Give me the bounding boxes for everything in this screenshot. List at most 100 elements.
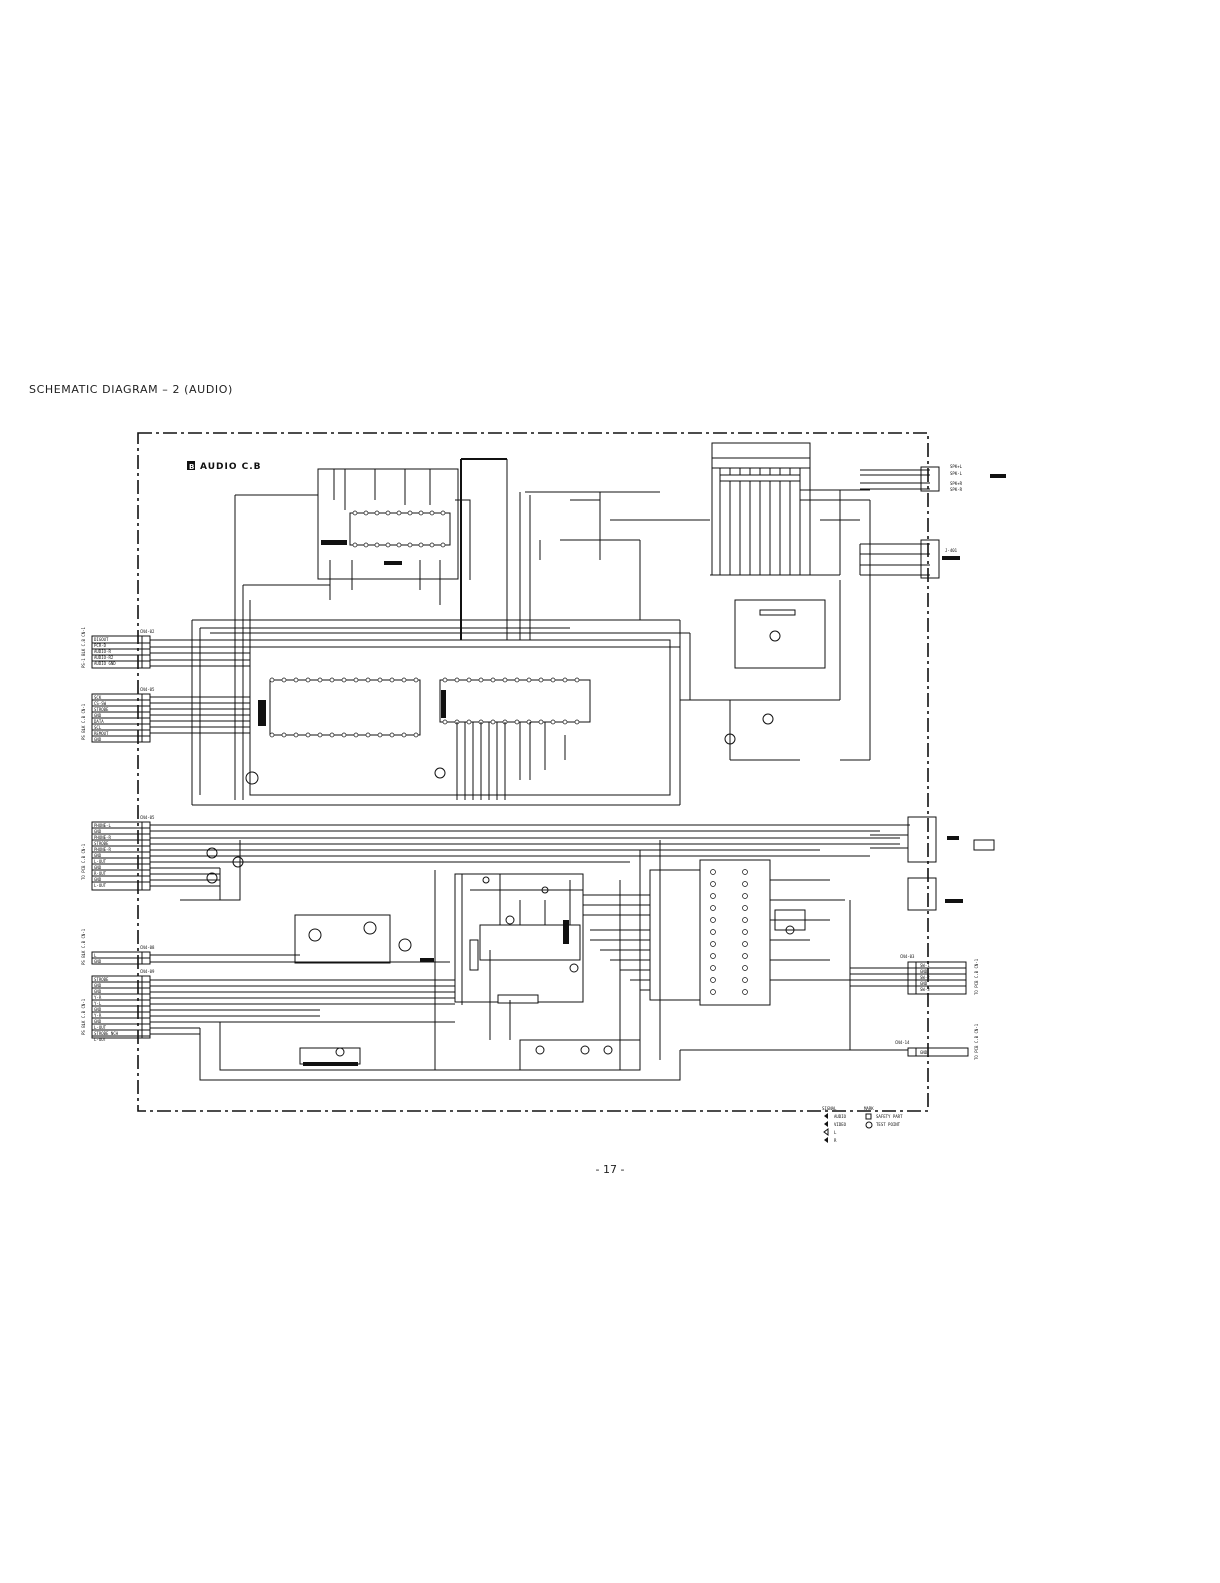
connector-cn-bottom: GND CN4-14	[680, 1040, 969, 1057]
board-badge	[187, 461, 195, 470]
connector-cn-right: SW-1 GND SW-2 GND SW-3 CN4-03	[850, 954, 967, 995]
svg-text:L: L	[834, 1130, 837, 1135]
svg-text:PHONE-L: PHONE-L	[94, 823, 111, 828]
svg-text:CN4-03: CN4-03	[900, 954, 915, 959]
top-right-feed	[525, 491, 710, 620]
connector-cn3: PHONE-L GND PHONE-R STROBE PHONE-R GND L…	[91, 815, 155, 891]
svg-text:PS-1 BLK C.B CN-1: PS-1 BLK C.B CN-1	[81, 626, 86, 668]
svg-text:CN4-05: CN4-05	[140, 687, 155, 692]
top-ic-pins	[352, 510, 446, 548]
svg-text:DATA: DATA	[94, 719, 104, 724]
svg-text:MARK: MARK	[864, 1106, 874, 1111]
svg-text:SW-3: SW-3	[920, 987, 930, 992]
svg-text:SCL: SCL	[94, 725, 102, 730]
svg-text:SPK+L: SPK+L	[950, 464, 963, 469]
svg-text:SPK+R: SPK+R	[950, 481, 963, 486]
svg-text:SPK-L: SPK-L	[950, 471, 963, 476]
svg-text:PCR-D: PCR-D	[94, 643, 107, 648]
svg-text:TO PCB C.B CN-1: TO PCB C.B CN-1	[974, 958, 979, 995]
right-connector-jack	[870, 816, 995, 911]
board-badge-text: B	[189, 463, 194, 471]
svg-text:Y-R: Y-R	[94, 995, 102, 1000]
svg-text:SPK-R: SPK-R	[950, 487, 963, 492]
bus-lines-a	[234, 459, 531, 800]
svg-text:STROBE NCH: STROBE NCH	[94, 1031, 119, 1036]
svg-text:TEST POINT: TEST POINT	[876, 1122, 901, 1127]
svg-text:GND: GND	[94, 829, 102, 834]
connector-cn1: DIGOUT PCR-D AUDIO-R AUDIO-R2 AUDIO GND …	[91, 629, 680, 669]
svg-text:AUDIO-R: AUDIO-R	[94, 649, 111, 654]
svg-text:REMOUT: REMOUT	[94, 731, 109, 736]
center-left-ic-pins	[269, 677, 419, 738]
svg-text:CS-SW: CS-SW	[94, 701, 107, 706]
connector-cn2: SCK CS-SW STROBE GND DATA SCL REMOUT GND…	[91, 687, 250, 743]
svg-text:PHONE-R: PHONE-R	[94, 835, 111, 840]
svg-text:DIGOUT: DIGOUT	[94, 637, 109, 642]
svg-text:PHONE-R: PHONE-R	[94, 847, 111, 852]
svg-text:SIGNAL: SIGNAL	[822, 1106, 837, 1111]
svg-text:GND: GND	[920, 969, 928, 974]
mid-bus-lines	[150, 824, 910, 887]
svg-text:R: R	[834, 1138, 837, 1143]
svg-text:Y-L: Y-L	[94, 1001, 102, 1006]
svg-text:GND: GND	[94, 989, 102, 994]
svg-text:STROBE: STROBE	[94, 707, 109, 712]
connector-cn4: L GND CN4-08	[91, 945, 450, 965]
bottom-vertical-lines	[434, 840, 661, 1070]
connector-cn5: STROBE GND GND Y-R Y-L GND Y-R GND L-OUT…	[91, 969, 681, 1081]
svg-text:CN4-14: CN4-14	[895, 1040, 910, 1045]
svg-text:PS BLK C.B CN-1: PS BLK C.B CN-1	[81, 703, 86, 740]
board-outline	[137, 432, 929, 1112]
svg-text:AUDIO: AUDIO	[834, 1114, 847, 1119]
svg-text:GND: GND	[94, 1019, 102, 1024]
svg-text:CN4-09: CN4-09	[140, 969, 155, 974]
page-number: - 17 -	[595, 1163, 625, 1176]
svg-text:L-OUT: L-OUT	[94, 883, 107, 888]
svg-text:PS BLK C.B CN-1: PS BLK C.B CN-1	[81, 928, 86, 965]
svg-text:TO PCB C.B CN-1: TO PCB C.B CN-1	[974, 1023, 979, 1060]
bottom-right-bank	[583, 859, 851, 1050]
svg-text:GND: GND	[94, 853, 102, 858]
svg-text:STROBE: STROBE	[94, 977, 109, 982]
svg-text:L: L	[94, 953, 97, 958]
svg-text:GND: GND	[94, 737, 102, 742]
bank-pins	[710, 869, 748, 995]
svg-text:J-401: J-401	[945, 548, 958, 553]
svg-text:AUDIO GND: AUDIO GND	[94, 661, 116, 666]
center-ic-block	[245, 639, 671, 800]
svg-text:STROBE: STROBE	[94, 841, 109, 846]
svg-text:Y-R: Y-R	[94, 1013, 102, 1018]
svg-text:GND: GND	[94, 877, 102, 882]
svg-text:GND: GND	[94, 983, 102, 988]
phone-jack: J-401	[859, 539, 960, 579]
svg-text:GND: GND	[94, 713, 102, 718]
svg-text:AUDIO-R2: AUDIO-R2	[94, 655, 114, 660]
svg-text:SW-2: SW-2	[920, 975, 930, 980]
svg-text:CN4-02: CN4-02	[140, 629, 155, 634]
board-label: AUDIO C.B	[200, 462, 261, 472]
svg-text:CN4-05: CN4-05	[140, 815, 155, 820]
bottom-small-ic	[299, 1039, 641, 1071]
svg-text:L-OUT: L-OUT	[94, 859, 107, 864]
svg-text:SCK: SCK	[94, 695, 102, 700]
left-side-labels: PS-1 BLK C.B CN-1 PS BLK C.B CN-1 TO PCB…	[81, 626, 979, 1060]
svg-text:GND: GND	[94, 959, 102, 964]
bottom-ic-block	[454, 873, 584, 1005]
svg-text:GND: GND	[920, 1050, 928, 1055]
svg-text:L-OUT: L-OUT	[94, 1037, 107, 1042]
svg-text:R-OUT: R-OUT	[94, 871, 107, 876]
svg-text:VIDEO: VIDEO	[834, 1122, 847, 1127]
svg-text:GND: GND	[94, 1007, 102, 1012]
svg-text:SAFETY PART: SAFETY PART	[876, 1114, 903, 1119]
svg-text:CN4-08: CN4-08	[140, 945, 155, 950]
svg-text:PS BLK C.B CN-1: PS BLK C.B CN-1	[81, 998, 86, 1035]
legend: SIGNAL AUDIO VIDEO L R MARK SAFETY PART …	[822, 1106, 903, 1143]
top-right-block	[710, 442, 870, 669]
speaker-terminals: SPK+L SPK-L SPK+R SPK-R	[860, 464, 1006, 492]
svg-text:L-OUT: L-OUT	[94, 1025, 107, 1030]
lower-left-block	[294, 914, 434, 964]
svg-text:GND: GND	[94, 865, 102, 870]
svg-text:SW-1: SW-1	[920, 963, 930, 968]
svg-text:GND: GND	[920, 981, 928, 986]
